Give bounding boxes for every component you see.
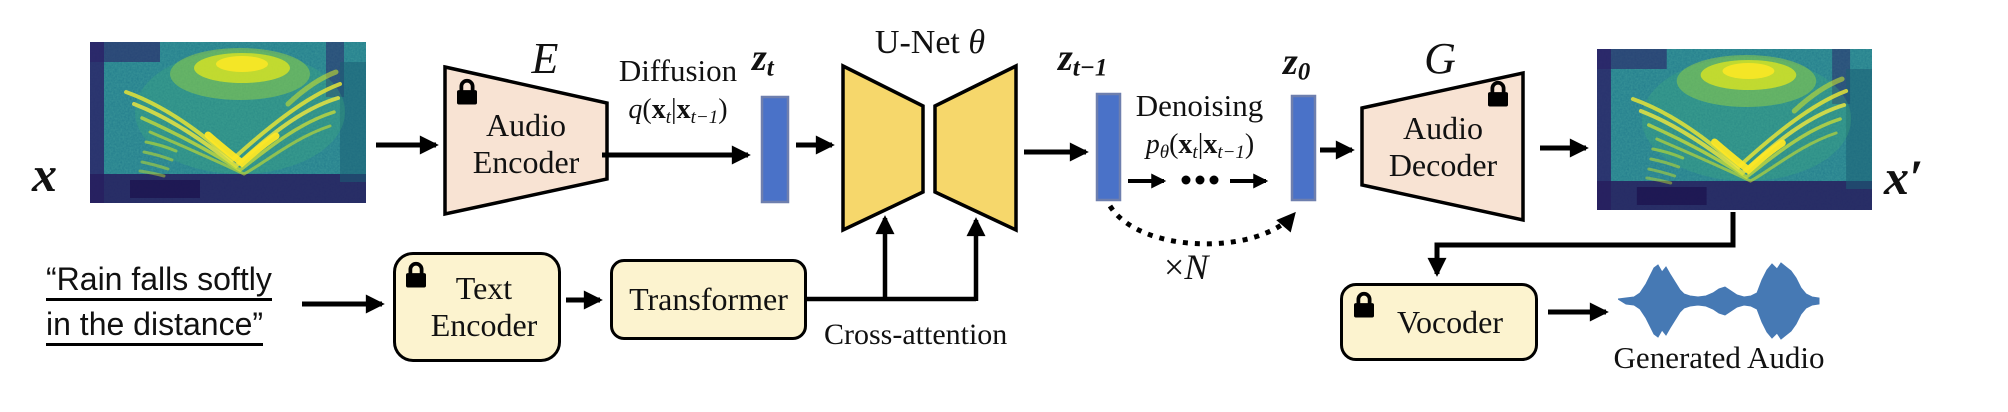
input-spectrogram [90,42,366,203]
text-prompt-line1: “Rain falls softly [46,263,272,301]
vocoder-lock-icon [1354,291,1374,318]
denoising-p-formula: pθ(xt|xt−1) [1116,129,1284,164]
text-encoder-lock-icon [406,261,426,288]
p-fsub: θ [1159,141,1170,163]
encoder-symbol-E: E [531,34,559,83]
unet-down-trapezoid [841,63,925,233]
q-open: ( [642,94,652,125]
audio-decoder-line1: Audio [1403,110,1483,146]
p-x1: x [1178,129,1193,160]
p-x2: x [1203,129,1218,160]
iteration-count-label: ×N [1164,246,1208,288]
latent-zt-label: zt [752,36,774,83]
denoising-label: Denoising [1135,88,1264,123]
unet-up-trapezoid [933,63,1018,233]
vocoder-label: Vocoder [1396,303,1504,340]
latent-zt1-label: zt−1 [1058,36,1107,83]
latent-zt-bar [760,95,790,204]
x-out-prime: ′ [1909,149,1924,205]
text-encoder-line1: Text [455,270,513,306]
q-sub1: t [665,106,672,128]
generated-audio-caption: Generated Audio [1613,340,1825,375]
p-sub2: t−1 [1217,141,1245,163]
text-prompt-line2: in the distance” [46,308,264,346]
zt-base: z [752,37,767,79]
q-sub2: t−1 [690,106,719,128]
x-out-base: x [1884,149,1909,205]
decoder-symbol-G: G [1424,34,1456,83]
transformer-block: Transformer [610,259,807,340]
p-sub1: t [1192,141,1198,163]
generated-waveform [1618,262,1820,340]
output-spectrogram [1597,49,1872,210]
z0-sub: 0 [1297,58,1311,86]
zt1-sub: t−1 [1072,54,1108,82]
audio-encoder-label: Audio Encoder [447,107,605,181]
audio-encoder-lock-icon [457,78,477,105]
q-x1: x [651,94,666,125]
latent-z0-label: z0 [1283,40,1310,87]
z0-base: z [1283,41,1298,83]
q-x2: x [676,94,691,125]
unet-theta: θ [968,24,986,61]
diffusion-q-formula: q(xt|xt−1) [588,94,768,129]
q-func: q [628,94,643,125]
output-label-x-prime: x′ [1884,148,1923,206]
cross-attention-label: Cross-attention [824,318,1008,351]
p-func: p [1145,129,1160,160]
zt-sub: t [766,54,774,82]
audio-encoder-line2: Encoder [472,144,580,180]
iteration-dotted-arc [1107,204,1296,247]
audio-decoder-label: Audio Decoder [1364,110,1522,184]
audio-encoder-trapezoid [443,64,609,217]
audio-decoder-line2: Decoder [1388,147,1498,183]
input-label-x: x [32,146,57,202]
p-bar: | [1197,129,1204,160]
q-bar: | [671,94,677,125]
latent-z0-bar [1290,94,1317,202]
zt1-base: z [1058,37,1073,79]
audio-decoder-lock-icon [1488,80,1508,107]
audio-encoder-line1: Audio [486,107,566,143]
p-open: ( [1169,129,1179,160]
times-sign: × [1164,247,1185,287]
text-encoder-line2: Encoder [430,307,538,343]
unet-title: U-Net θ [843,24,1017,62]
unet-name: U-Net [874,24,969,61]
vocoder-block: Vocoder [1340,283,1538,361]
latent-zt1-bar [1095,92,1122,202]
p-close: ) [1244,129,1255,160]
audio-decoder-trapezoid [1360,70,1525,223]
transformer-label: Transformer [629,281,788,317]
output-to-vocoder-connector [1427,212,1736,277]
q-close: ) [718,94,728,125]
denoise-ellipsis [1181,175,1219,185]
n-symbol: N [1184,247,1209,287]
diffusion-label: Diffusion [618,53,738,88]
text-prompt: “Rain falls softly in the distance” [46,263,272,346]
